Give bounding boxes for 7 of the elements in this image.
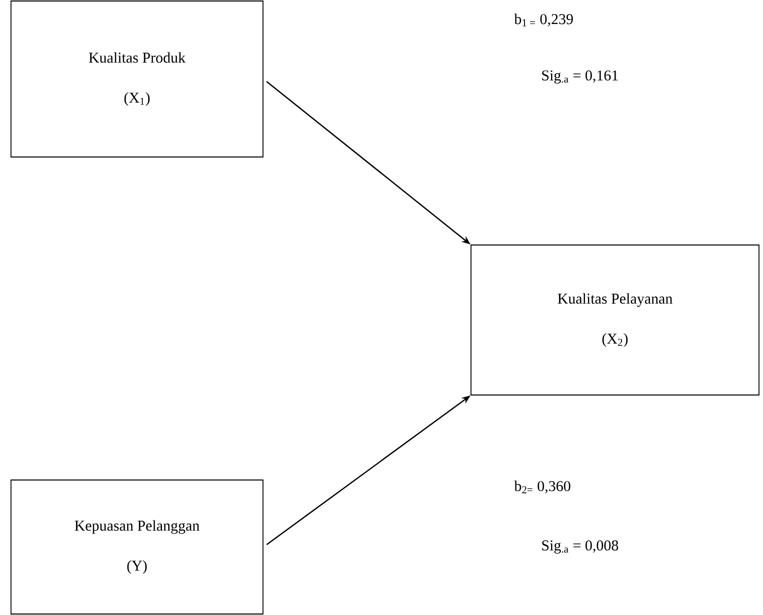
variable-box: Kepuasan Pelanggan (Y)	[10, 480, 264, 614]
variable-box: Kualitas Produk (X$_{1}$)	[10, 0, 264, 158]
coefficient-label: Sig$_{.a}$ = 0,008	[542, 540, 618, 554]
coefficient-label: b$_{1 =}$ 0,239	[514, 14, 573, 26]
coefficient-label: Sig$_{.a}$ = 0,161	[542, 70, 618, 84]
coefficient-label: b$_{2=}$ 0,360	[514, 480, 570, 494]
variable-box: Kualitas Pelayanan (X$_{2}$)	[470, 244, 760, 396]
